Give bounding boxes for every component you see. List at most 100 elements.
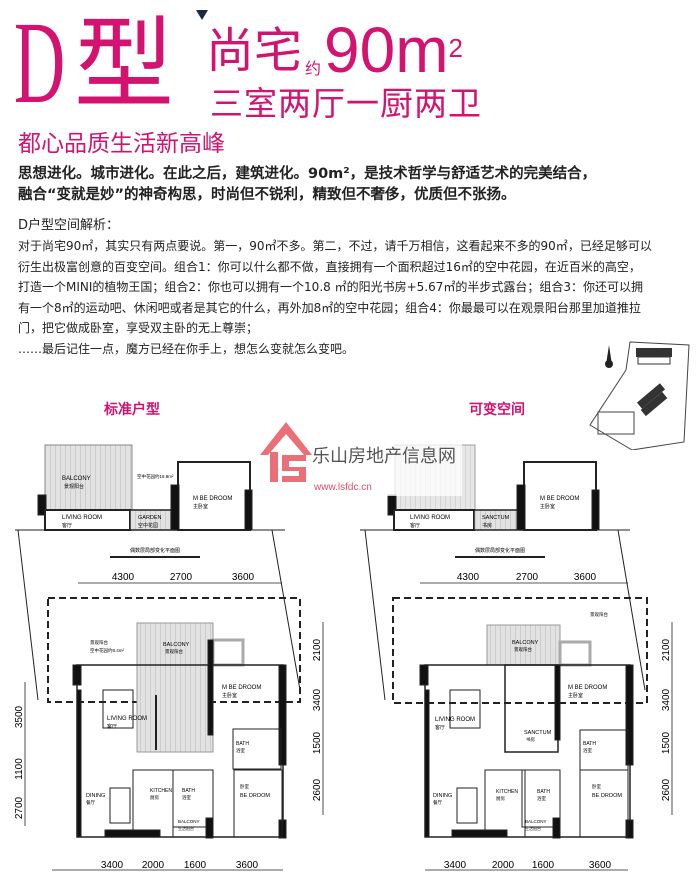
intro-line-2: 融合“变就是妙”的神奇构思，时尚但不锐利，精致但不奢侈，优质但不张扬。 xyxy=(18,187,516,203)
room-label: 空中花园 xyxy=(138,522,158,529)
room-label: GARDEN xyxy=(138,515,162,521)
dim-label: 4300 xyxy=(112,572,135,583)
room-label: 客厅 xyxy=(410,522,420,529)
room-label: BATH xyxy=(537,789,550,795)
room-config: 三室两厅一厨两卫 xyxy=(210,84,482,123)
room-label: 主卧室 xyxy=(222,692,237,699)
analysis-title: D户型空间解析： xyxy=(18,218,120,233)
dim-label: 3600 xyxy=(589,860,612,871)
analysis-line: 门，把它做成卧室，享受双主卧的无上尊崇； xyxy=(18,321,259,336)
room-label: 生活阳台 xyxy=(525,825,541,831)
dim-label: 2000 xyxy=(142,860,165,871)
standard-fragment-plan xyxy=(15,444,301,701)
dim-label: 2100 xyxy=(312,638,323,661)
dim-label: 3400 xyxy=(312,688,323,711)
room-label: 景观阳台 xyxy=(514,646,532,653)
room-label: LIVING ROOM xyxy=(107,716,147,722)
room-label: BATH xyxy=(236,741,249,747)
room-label: M BE DROOM xyxy=(540,496,579,502)
dim-label: 3600 xyxy=(236,860,259,871)
analysis-line: ……最后记住一点，魔方已经在你手上，想怎么变就怎么变吧。 xyxy=(18,341,355,356)
watermark-site-name: 乐山房地产信息网 xyxy=(312,446,456,466)
dim-label: 3400 xyxy=(101,860,124,871)
watermark-logo: 乐山房地产信息网 www.lsfdc.cn xyxy=(258,418,462,496)
room-label: 书房 xyxy=(526,736,535,743)
dim-label: 1500 xyxy=(312,731,323,754)
room-label: 浴室 xyxy=(583,747,592,754)
variable-main-plan xyxy=(392,597,673,871)
room-label: SANCTUM xyxy=(524,730,552,736)
room-label: DINING xyxy=(433,793,452,799)
room-label: M BE DROOM xyxy=(568,685,607,691)
dim-label: 2700 xyxy=(14,796,25,819)
room-label: 餐厅 xyxy=(433,799,442,806)
dim-label: 2700 xyxy=(516,572,539,583)
room-label: 厨房 xyxy=(150,794,159,801)
room-label: BALCONY xyxy=(62,476,91,482)
fragment-caption: 偶数层局部变化平面图 xyxy=(475,547,525,554)
plan-note: 空中花园约8.4m² xyxy=(90,647,125,654)
room-label: 主卧室 xyxy=(540,503,555,510)
area-value: 90m xyxy=(324,14,449,86)
standard-main-plan xyxy=(24,597,324,871)
house-logo-icon xyxy=(260,422,312,455)
room-label: 浴室 xyxy=(236,747,245,754)
room-label: 主卧室 xyxy=(568,692,583,699)
room-label: 浴室 xyxy=(182,794,191,801)
triangle-marker-icon xyxy=(196,10,208,20)
room-label: BE DROOM xyxy=(240,793,270,799)
room-label: SANCTUM xyxy=(482,515,510,521)
room-label: 厨房 xyxy=(496,795,505,802)
analysis-paragraph: 对于尚宅90㎡，其实只有两点要说。第一，90㎡不多。第二，不过，请千万相信，这看… xyxy=(18,236,673,360)
dim-label: 3500 xyxy=(14,705,25,728)
room-label: 客厅 xyxy=(107,723,117,730)
room-label: 浴室 xyxy=(537,795,546,802)
analysis-line: 衍生出极富创意的百变空间。组合1：你可以什么都不做，直接拥有一个面积超过16㎡的… xyxy=(18,259,641,274)
dim-label: 1600 xyxy=(532,860,555,871)
slogan: 都心品质生活新高峰 xyxy=(18,131,225,157)
plan-note: 景观阳台 xyxy=(90,639,108,646)
room-label: KITCHEN xyxy=(496,789,518,795)
room-label: 景观阳台 xyxy=(64,483,84,490)
room-label: 客厅 xyxy=(62,522,72,529)
dim-label: 3400 xyxy=(444,860,467,871)
room-label: 卧室 xyxy=(240,783,249,790)
dim-label: 2600 xyxy=(661,778,672,801)
site-plan-thumbnail xyxy=(589,341,690,450)
area-sup: 2 xyxy=(448,33,463,63)
dim-label: 2600 xyxy=(312,778,323,801)
analysis-line: 打造一个MINI的植物王国；组合2：你也可以拥有一个10.8 ㎡的阳光书房+5.… xyxy=(18,280,643,295)
room-label: BALCONY xyxy=(163,642,190,648)
room-label: 卧室 xyxy=(592,783,601,790)
dim-label: 3400 xyxy=(661,688,672,711)
room-label: 主卧室 xyxy=(193,503,208,510)
dim-label: 3600 xyxy=(574,572,597,583)
dim-label: 2100 xyxy=(661,638,672,661)
fragment-note: 空中花园约16.8m² xyxy=(137,473,174,480)
dim-label: 3600 xyxy=(232,572,255,583)
analysis-line: 有一个8㎡的运动吧、休闲吧或者是其它的什么，再外加8㎡的空中花园；组合4：你最最… xyxy=(18,300,641,315)
room-label: 景观阳台 xyxy=(165,648,183,655)
room-label: LIVING ROOM xyxy=(410,515,450,521)
plan-note: 景观阳台 xyxy=(590,611,608,618)
compass-icon xyxy=(605,345,613,368)
area-label: 90m2 xyxy=(324,18,463,82)
analysis-line: 对于尚宅90㎡，其实只有两点要说。第一，90㎡不多。第二，不过，请千万相信，这看… xyxy=(18,239,652,253)
approx-label: 约 xyxy=(305,59,322,78)
room-label: 餐厅 xyxy=(86,799,95,806)
room-label: 书房 xyxy=(482,522,492,529)
product-name: 尚宅 xyxy=(206,23,303,79)
room-label: KITCHEN xyxy=(150,788,172,794)
room-label: BATH xyxy=(182,788,195,794)
room-label: 客厅 xyxy=(435,724,445,731)
fragment-caption: 偶数层局部变化平面图 xyxy=(130,547,180,554)
room-label: BALCONY xyxy=(178,819,200,824)
room-label: BE DROOM xyxy=(592,793,622,799)
dim-label: 4300 xyxy=(457,572,480,583)
dim-label: 1100 xyxy=(14,758,25,780)
room-label: BATH xyxy=(583,741,596,747)
room-label: M BE DROOM xyxy=(193,496,232,502)
room-label: M BE DROOM xyxy=(222,685,261,691)
type-letter: D xyxy=(14,0,66,128)
room-label: BALCONY xyxy=(512,640,539,646)
